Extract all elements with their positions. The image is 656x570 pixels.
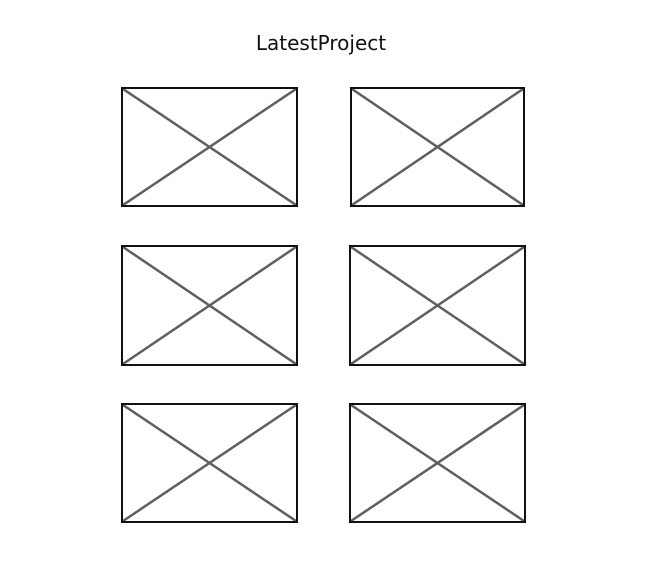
image-placeholder-icon [351, 405, 524, 521]
image-placeholder-icon [352, 89, 523, 205]
project-image-placeholder-6[interactable] [349, 403, 526, 523]
image-placeholder-icon [123, 89, 296, 205]
section-title: LatestProject [255, 31, 387, 55]
project-image-placeholder-1[interactable] [121, 87, 298, 207]
project-image-placeholder-3[interactable] [121, 245, 298, 366]
project-image-placeholder-5[interactable] [121, 403, 298, 523]
project-image-placeholder-4[interactable] [349, 245, 526, 366]
image-placeholder-icon [123, 405, 296, 521]
image-placeholder-icon [123, 247, 296, 364]
image-placeholder-icon [351, 247, 524, 364]
project-image-placeholder-2[interactable] [350, 87, 525, 207]
